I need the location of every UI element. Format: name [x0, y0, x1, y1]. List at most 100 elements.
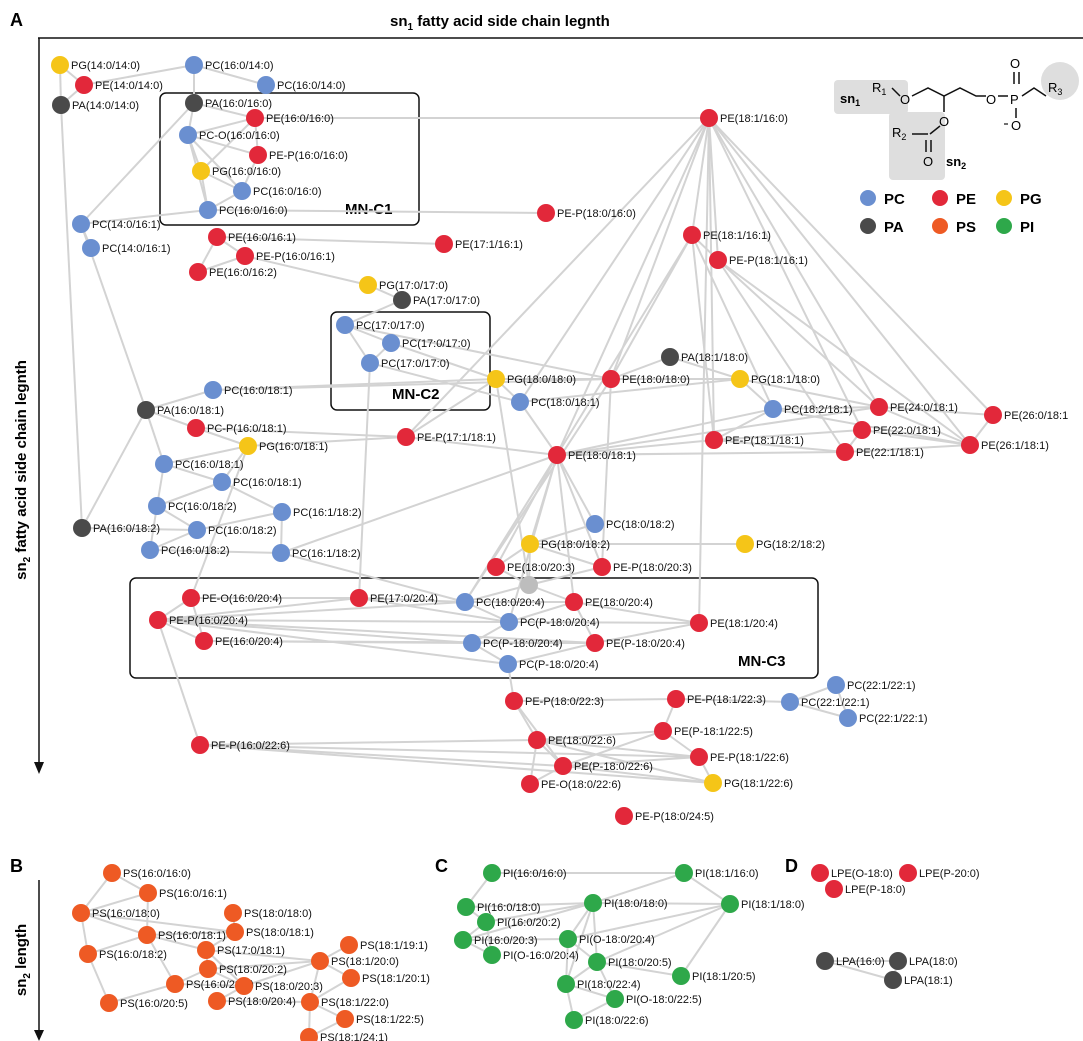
lipid-node-marker[interactable]	[191, 736, 209, 754]
lipid-node-a72[interactable]: PE-P(18:0/22:3)	[505, 692, 604, 710]
lipid-node-a24[interactable]: PA(17:0/17:0)	[393, 291, 480, 309]
lipid-node-b1[interactable]: PS(16:0/16:0)	[103, 864, 191, 882]
lipid-node-a26[interactable]: PC(17:0/17:0)	[382, 334, 470, 352]
lipid-node-a12[interactable]: PC(16:0/16:0)	[199, 201, 287, 219]
lipid-node-marker[interactable]	[192, 162, 210, 180]
lipid-node-marker[interactable]	[511, 393, 529, 411]
lipid-node-marker[interactable]	[187, 419, 205, 437]
lipid-node-marker[interactable]	[137, 401, 155, 419]
lipid-node-marker[interactable]	[301, 993, 319, 1011]
lipid-node-marker[interactable]	[72, 904, 90, 922]
lipid-node-c11[interactable]: PI(18:1/20:5)	[672, 967, 756, 985]
lipid-node-a11[interactable]: PC(16:0/16:0)	[233, 182, 321, 200]
lipid-node-a13[interactable]: PE(18:1/16:0)	[700, 109, 788, 127]
lipid-node-marker[interactable]	[565, 593, 583, 611]
lipid-node-c8[interactable]: PI(O-18:0/20:4)	[559, 930, 655, 948]
lipid-node-a20[interactable]: PE(17:1/16:1)	[435, 235, 523, 253]
lipid-node-a63[interactable]: PE(18:0/20:4)	[565, 593, 653, 611]
lipid-node-a14[interactable]: PE-P(18:0/16:0)	[537, 204, 636, 222]
lipid-node-a18[interactable]: PE-P(16:0/16:1)	[236, 247, 335, 265]
lipid-node-a77[interactable]: PE-P(16:0/22:6)	[191, 736, 290, 754]
lipid-node-a22[interactable]: PE-P(18:1/16:1)	[709, 251, 808, 269]
lipid-node-marker[interactable]	[457, 898, 475, 916]
lipid-node-a78[interactable]: PE(18:0/22:6)	[528, 731, 616, 749]
lipid-node-a73[interactable]: PE-P(18:1/22:3)	[667, 690, 766, 708]
lipid-node-a21[interactable]: PE(18:1/16:1)	[683, 226, 771, 244]
lipid-node-a48[interactable]: PC(16:0/18:2)	[148, 497, 236, 515]
lipid-node-marker[interactable]	[359, 276, 377, 294]
lipid-node-marker[interactable]	[667, 690, 685, 708]
lipid-node-a65[interactable]: PC(P-18:0/20:4)	[500, 613, 599, 631]
lipid-node-marker[interactable]	[51, 56, 69, 74]
lipid-node-c3[interactable]: PI(16:0/18:0)	[457, 898, 541, 916]
lipid-node-marker[interactable]	[188, 521, 206, 539]
lipid-node-marker[interactable]	[179, 126, 197, 144]
lipid-node-c10[interactable]: PI(18:0/20:5)	[588, 953, 672, 971]
lipid-node-a44[interactable]: PE(26:1/18:1)	[961, 436, 1049, 454]
lipid-node-a4[interactable]: PC(16:0/14:0)	[185, 56, 273, 74]
lipid-node-marker[interactable]	[73, 519, 91, 537]
lipid-node-marker[interactable]	[249, 146, 267, 164]
lipid-node-marker[interactable]	[700, 109, 718, 127]
lipid-node-b7[interactable]: PS(16:0/18:2)	[79, 945, 167, 963]
lipid-node-b18[interactable]: PS(18:1/22:5)	[336, 1010, 424, 1028]
lipid-node-a34[interactable]: PA(16:0/18:1)	[137, 401, 224, 419]
lipid-node-marker[interactable]	[606, 990, 624, 1008]
lipid-node-d2[interactable]: LPE(P-20:0)	[899, 864, 980, 882]
lipid-node-marker[interactable]	[836, 443, 854, 461]
lipid-node-marker[interactable]	[984, 406, 1002, 424]
lipid-node-marker[interactable]	[311, 952, 329, 970]
lipid-node-marker[interactable]	[139, 884, 157, 902]
lipid-node-marker[interactable]	[584, 894, 602, 912]
lipid-node-marker[interactable]	[675, 864, 693, 882]
lipid-node-a2[interactable]: PE(14:0/14:0)	[75, 76, 163, 94]
lipid-node-a52[interactable]: PC(16:1/18:2)	[273, 503, 361, 521]
lipid-node-marker[interactable]	[870, 398, 888, 416]
lipid-node-marker[interactable]	[204, 381, 222, 399]
lipid-node-a82[interactable]: PE-O(18:0/22:6)	[521, 775, 621, 793]
lipid-node-marker[interactable]	[505, 692, 523, 710]
lipid-node-marker[interactable]	[350, 589, 368, 607]
lipid-node-a58[interactable]: PE-P(18:0/20:3)	[593, 558, 692, 576]
lipid-node-a67[interactable]: PE(16:0/20:4)	[195, 632, 283, 650]
lipid-node-marker[interactable]	[781, 693, 799, 711]
lipid-node-marker[interactable]	[537, 204, 555, 222]
lipid-node-b17[interactable]: PS(18:1/22:0)	[301, 993, 389, 1011]
lipid-node-a62[interactable]: PC(18:0/20:4)	[456, 593, 544, 611]
lipid-node-a29[interactable]: PG(18:0/18:0)	[487, 370, 576, 388]
lipid-node-marker[interactable]	[340, 936, 358, 954]
lipid-node-marker[interactable]	[361, 354, 379, 372]
lipid-node-a17[interactable]: PE(16:0/16:1)	[208, 228, 296, 246]
lipid-node-marker[interactable]	[182, 589, 200, 607]
lipid-node-a80[interactable]: PE(P-18:0/22:6)	[554, 757, 653, 775]
lipid-node-a15[interactable]: PC(14:0/16:1)	[72, 215, 160, 233]
lipid-node-a28[interactable]: PA(18:1/18:0)	[661, 348, 748, 366]
lipid-node-marker[interactable]	[899, 864, 917, 882]
lipid-node-marker[interactable]	[816, 952, 834, 970]
lipid-node-marker[interactable]	[148, 497, 166, 515]
lipid-node-a32[interactable]: PC(18:0/18:1)	[511, 393, 599, 411]
lipid-node-d6[interactable]: LPA(18:1)	[884, 971, 953, 989]
lipid-node-marker[interactable]	[588, 953, 606, 971]
lipid-node-marker[interactable]	[166, 975, 184, 993]
lipid-node-a64[interactable]: PE-P(16:0/20:4)	[149, 611, 248, 629]
lipid-node-marker[interactable]	[141, 541, 159, 559]
lipid-node-marker[interactable]	[672, 967, 690, 985]
lipid-node-b6[interactable]: PS(16:0/18:1)	[138, 926, 226, 944]
lipid-node-a39[interactable]: PE(24:0/18:1)	[870, 398, 958, 416]
lipid-node-c14[interactable]: PI(18:0/22:6)	[565, 1011, 649, 1029]
lipid-node-c1[interactable]: PI(16:0/16:0)	[483, 864, 567, 882]
lipid-node-a37[interactable]: PE-P(17:1/18:1)	[397, 428, 496, 446]
lipid-node-a81[interactable]: PG(18:1/22:6)	[704, 774, 793, 792]
lipid-node-marker[interactable]	[189, 263, 207, 281]
lipid-node-a10[interactable]: PG(16:0/16:0)	[192, 162, 281, 180]
lipid-node-a3[interactable]: PA(14:0/14:0)	[52, 96, 139, 114]
lipid-node-marker[interactable]	[138, 926, 156, 944]
lipid-node-b16[interactable]: PS(18:0/20:4)	[208, 992, 296, 1010]
lipid-node-marker[interactable]	[565, 1011, 583, 1029]
lipid-node-a54[interactable]: PC(18:0/18:2)	[586, 515, 674, 533]
lipid-node-marker[interactable]	[393, 291, 411, 309]
lipid-node-marker[interactable]	[853, 421, 871, 439]
lipid-node-b15[interactable]: PS(16:0/20:5)	[100, 994, 188, 1012]
lipid-node-marker[interactable]	[382, 334, 400, 352]
